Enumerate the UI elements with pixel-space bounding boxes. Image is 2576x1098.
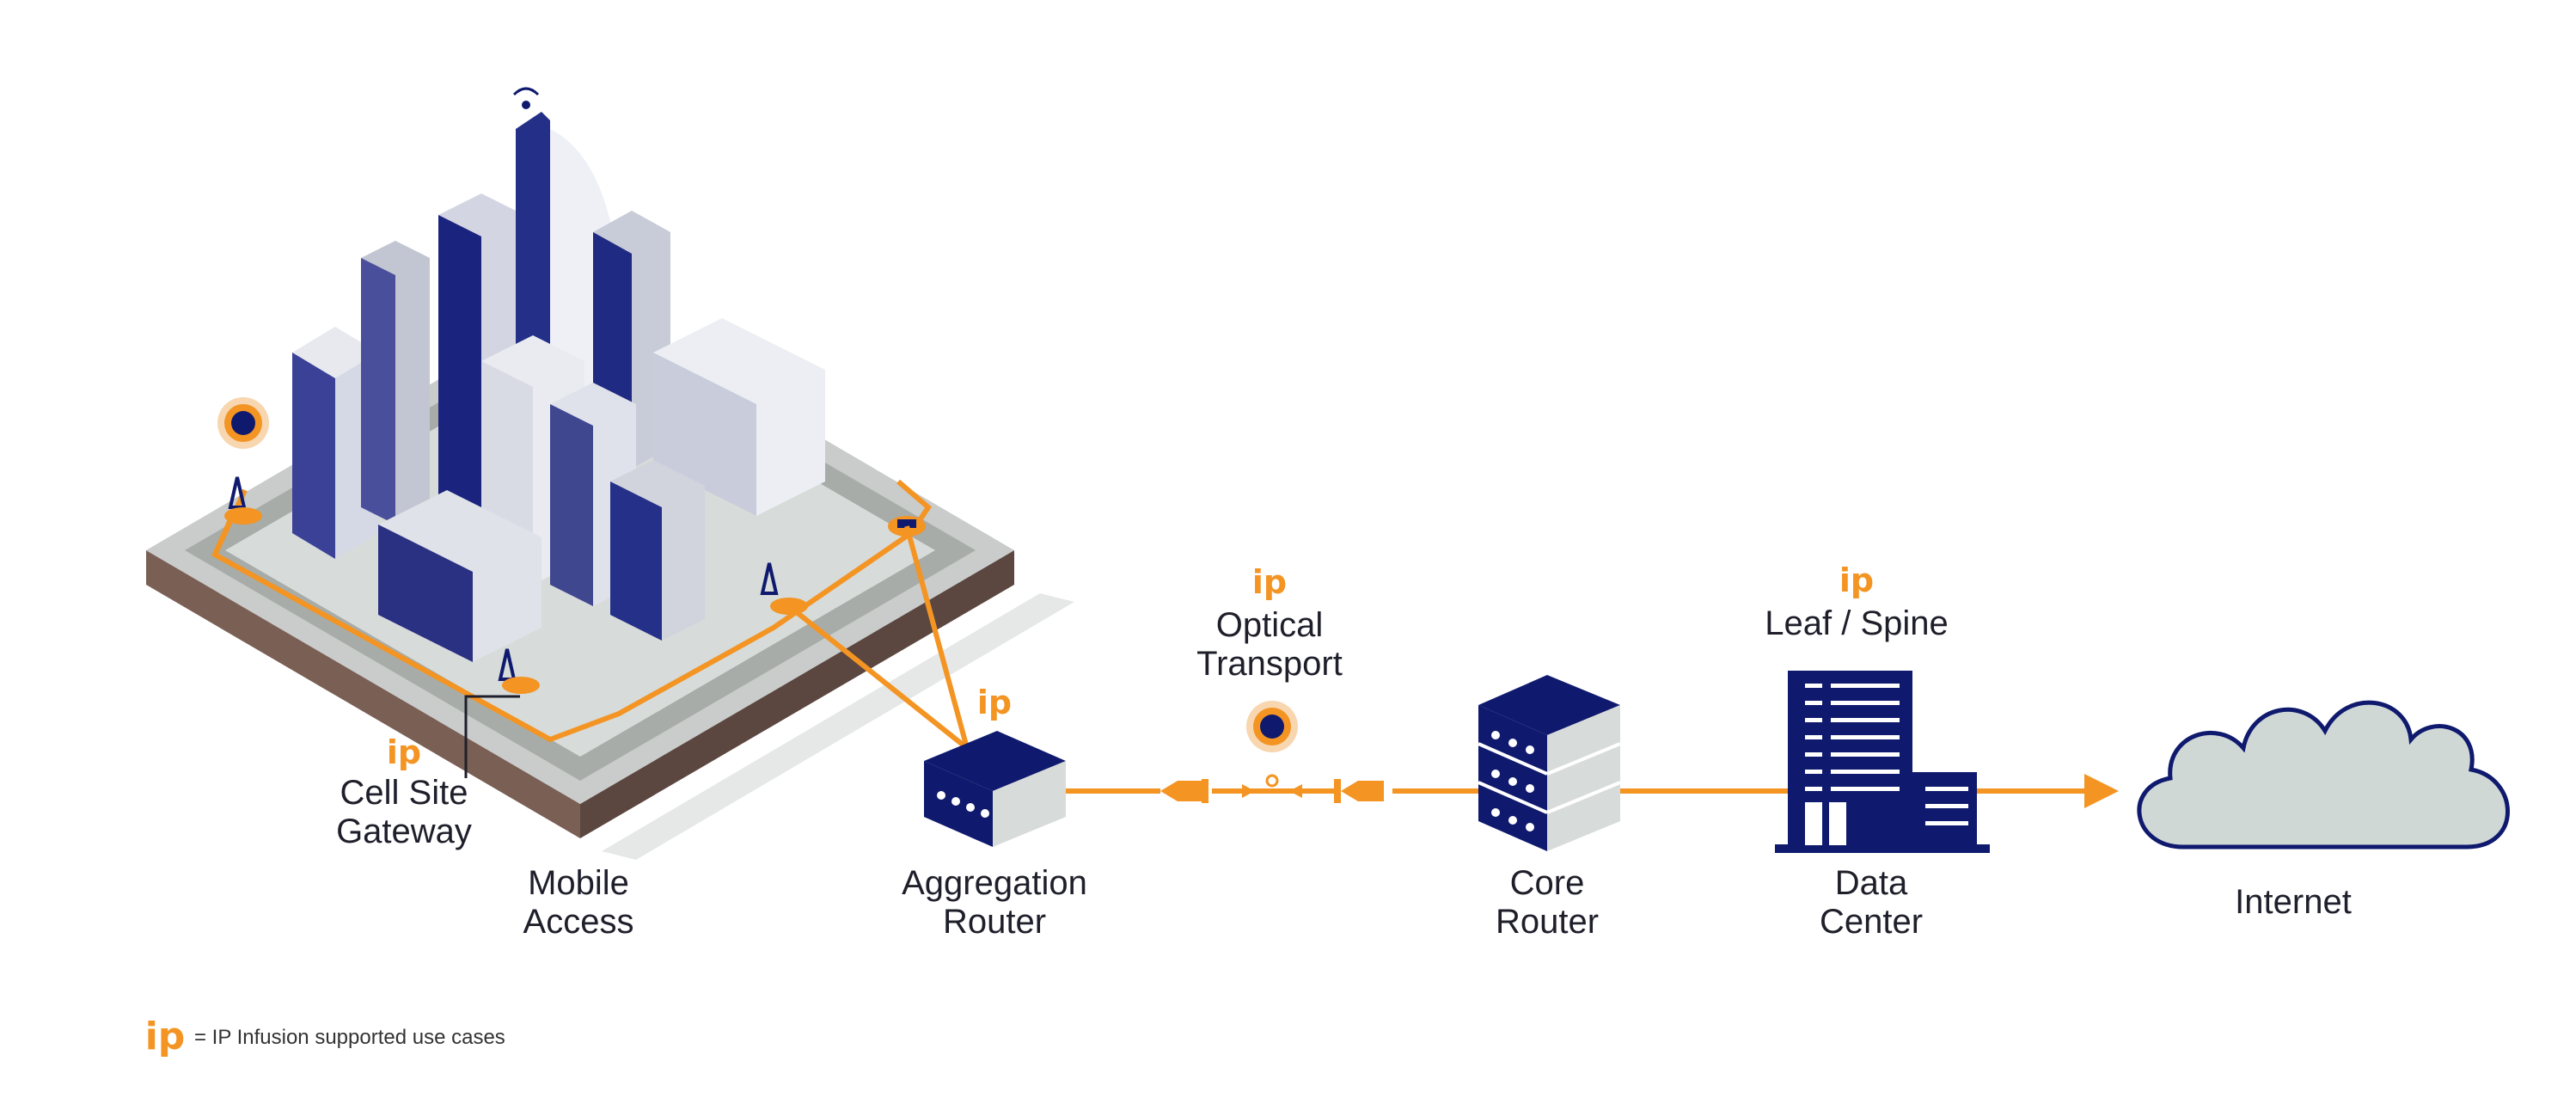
svg-text:Gateway: Gateway xyxy=(336,813,472,850)
internet-label: Internet xyxy=(2235,883,2352,921)
core-router-label: Core Router xyxy=(1496,864,1599,941)
svg-text:Mobile: Mobile xyxy=(528,864,629,902)
data-center-label: Data Center xyxy=(1820,864,1923,941)
aggregation-router-label: ip Aggregation Router xyxy=(902,684,1087,941)
svg-text:Access: Access xyxy=(523,903,634,941)
mobile-access-label: Mobile Access xyxy=(523,864,634,941)
ip-badge: ip xyxy=(1839,561,1874,599)
aggregation-router-icon xyxy=(924,731,1066,847)
svg-text:Leaf / Spine: Leaf / Spine xyxy=(1765,604,1949,642)
city-illustration xyxy=(146,87,1074,860)
svg-text:Center: Center xyxy=(1820,903,1923,941)
optical-transport-target-icon xyxy=(1246,701,1298,752)
svg-text:Optical: Optical xyxy=(1216,606,1324,644)
svg-text:Router: Router xyxy=(1496,903,1599,941)
core-router-icon xyxy=(1478,675,1621,851)
svg-text:Cell Site: Cell Site xyxy=(340,774,468,812)
arrow-head-icon xyxy=(2084,774,2119,808)
svg-text:Internet: Internet xyxy=(2235,883,2352,921)
svg-text:Router: Router xyxy=(943,903,1046,941)
leaf-spine-label: ip Leaf / Spine xyxy=(1765,561,1949,642)
ip-badge: ip xyxy=(387,733,421,771)
cell-site-gateway-label: ip Cell Site Gateway xyxy=(336,733,472,850)
network-links xyxy=(787,525,2119,808)
svg-text:Transport: Transport xyxy=(1196,645,1343,683)
antenna-icon xyxy=(512,87,540,109)
optical-transport-label: ip Optical Transport xyxy=(1196,563,1343,683)
optical-transport-device-icon xyxy=(1160,774,1384,803)
ip-badge: ip xyxy=(1252,563,1287,601)
svg-text:Core: Core xyxy=(1510,864,1585,902)
legend-text: = IP Infusion supported use cases xyxy=(194,1026,505,1049)
cell-tower-icon xyxy=(217,397,269,524)
svg-text:Aggregation: Aggregation xyxy=(902,864,1087,902)
cell-tower-icon xyxy=(498,648,540,694)
data-center-icon xyxy=(1775,671,1990,853)
legend-ip-badge: ip xyxy=(145,1015,186,1058)
legend: ip = IP Infusion supported use cases xyxy=(145,1015,505,1058)
internet-cloud-icon xyxy=(2137,700,2510,850)
ip-badge: ip xyxy=(977,684,1012,721)
svg-text:Data: Data xyxy=(1835,864,1908,902)
